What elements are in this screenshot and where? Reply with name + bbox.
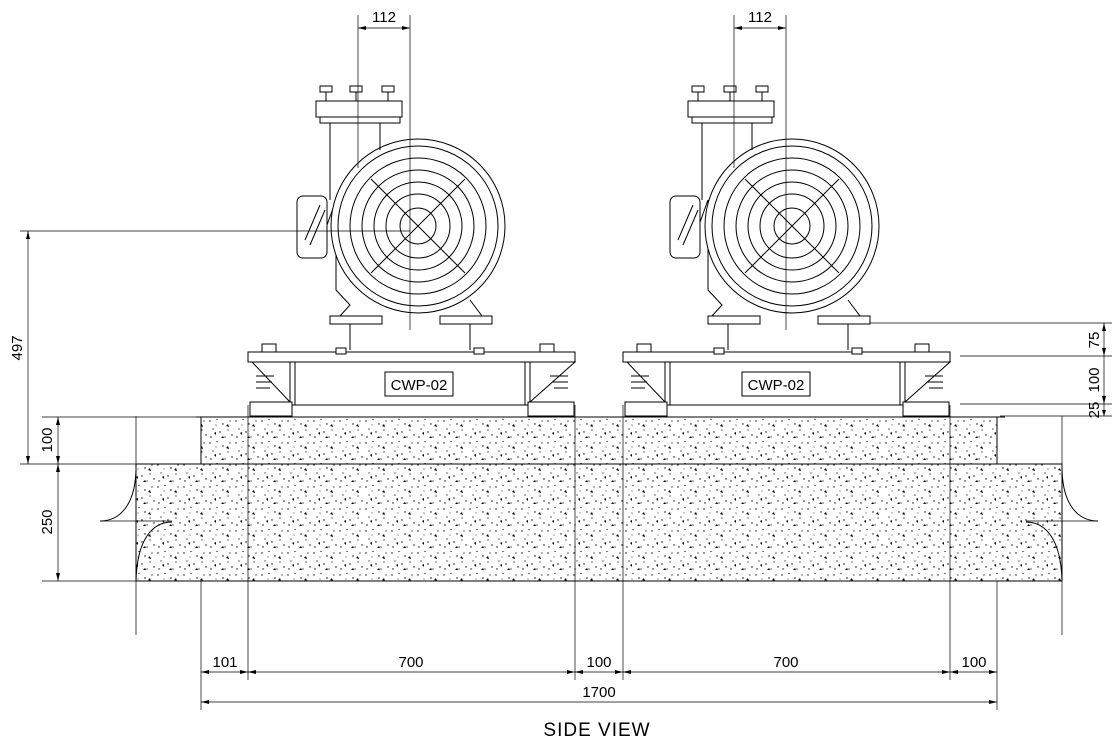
dim-75: 75 (1086, 332, 1103, 349)
dimension-shaft-offset-left: 112 (358, 9, 410, 30)
dimension-plinth-height: 100 (20, 416, 200, 465)
dim-1700: 1700 (582, 684, 615, 701)
foundation (99, 405, 1099, 710)
concrete-plinth (200, 416, 998, 465)
dim-497: 497 (9, 335, 26, 360)
dimensions-right: 75 100 25 (870, 322, 1112, 419)
dim-250: 250 (39, 509, 56, 534)
dimensions-bottom: 101 700 100 700 100 1700 (201, 654, 997, 704)
pump-tag-1: CWP-02 (391, 377, 448, 394)
dimension-slab-height: 250 (39, 464, 136, 582)
pump-assembly-1: CWP-02 (247, 15, 577, 417)
dim-101: 101 (212, 654, 237, 671)
dim-112-left: 112 (372, 9, 396, 26)
dimension-shaft-offset-right: 112 (734, 9, 786, 30)
dim-25: 25 (1086, 402, 1103, 419)
pump-assembly-2: CWP-02 (622, 15, 952, 417)
dim-700-right: 700 (773, 654, 798, 671)
dimension-shaft-height: 497 (9, 230, 410, 464)
dim-112-right: 112 (748, 9, 772, 26)
pump-tag-2: CWP-02 (748, 377, 805, 394)
view-title: SIDE VIEW (543, 720, 650, 741)
dim-100-frame: 100 (1086, 367, 1103, 392)
concrete-slab (135, 463, 1063, 582)
dim-100-gap: 100 (586, 654, 611, 671)
dim-700-left: 700 (398, 654, 423, 671)
dim-100-plinth: 100 (39, 427, 56, 452)
dim-100-right: 100 (961, 654, 986, 671)
